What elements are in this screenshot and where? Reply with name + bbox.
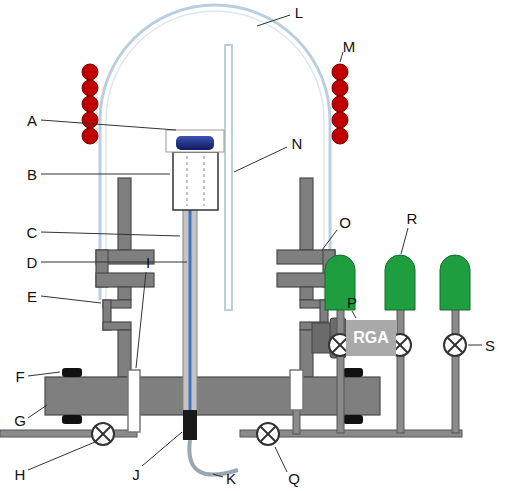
- leader-line: [28, 15, 482, 477]
- callout-letter: D: [27, 255, 38, 270]
- callout-letter: O: [339, 215, 351, 230]
- sample-holder: [173, 152, 218, 210]
- callout-letter: P: [347, 295, 357, 310]
- node-text: RGA: [353, 329, 389, 347]
- valve: [92, 423, 114, 445]
- gas-pipe: [0, 305, 462, 437]
- callout-letter: L: [295, 5, 303, 20]
- callout-letter: H: [15, 467, 26, 482]
- callout-letter: B: [27, 167, 37, 182]
- sample-cup: [166, 130, 224, 152]
- gas-cylinder: [325, 255, 470, 310]
- callout-letter: I: [146, 255, 150, 270]
- bolt: [62, 368, 363, 424]
- callout-letter: N: [292, 136, 303, 151]
- support-rod: [183, 208, 197, 413]
- callout-letter: F: [15, 369, 24, 384]
- callout-letter: S: [485, 338, 495, 353]
- base-plate: [45, 377, 380, 415]
- seal-block: [183, 410, 197, 440]
- valve: [444, 334, 466, 356]
- callout-letter: R: [407, 211, 418, 226]
- sample-disk: [176, 136, 214, 150]
- valve: [257, 423, 279, 445]
- callout-letter: A: [27, 113, 37, 128]
- feedthrough-tube: [128, 370, 140, 432]
- callout-letter: Q: [288, 471, 300, 486]
- analyzer-box: RGA: [346, 320, 396, 356]
- feedthrough-tube: [290, 370, 303, 410]
- callout-letter: G: [14, 413, 26, 428]
- callout-letter: E: [27, 289, 37, 304]
- thermocouple: [189, 210, 192, 410]
- thin-tube: [225, 45, 232, 310]
- chamber-wall: [96, 178, 154, 377]
- callout-letter: K: [226, 471, 236, 486]
- callout-letter: C: [27, 225, 38, 240]
- cable: [189, 440, 238, 475]
- callout-letter: J: [132, 467, 140, 482]
- callout-letter: M: [343, 39, 356, 54]
